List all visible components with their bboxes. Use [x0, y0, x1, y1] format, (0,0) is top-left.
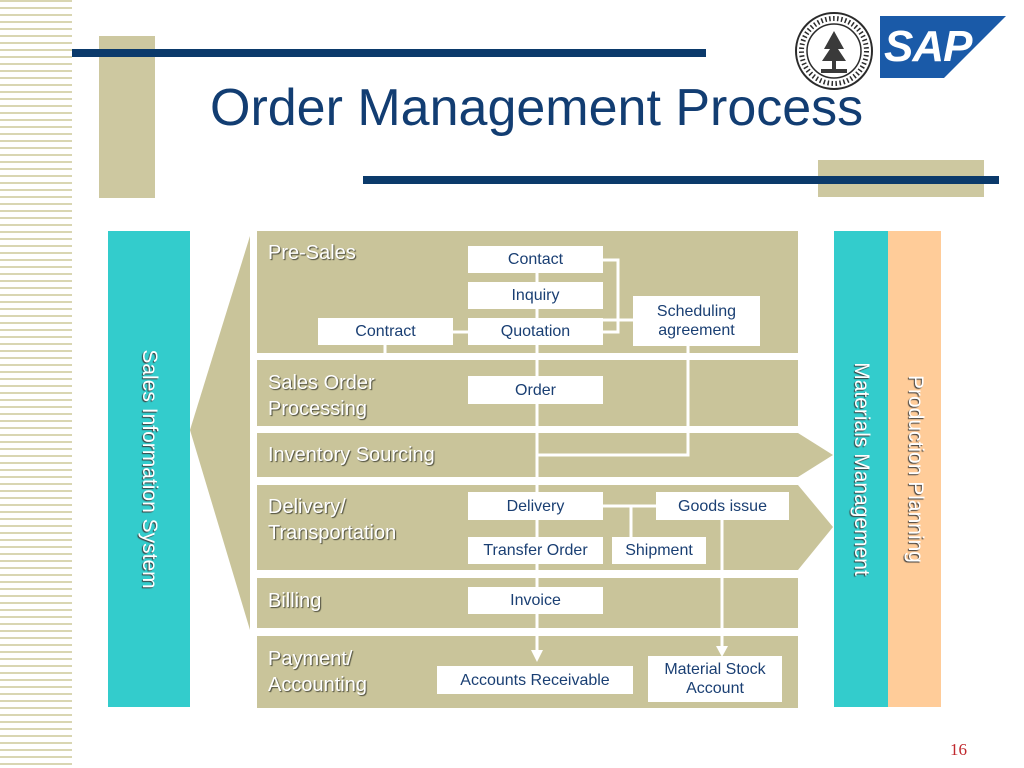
- box-delivery: Delivery: [468, 492, 603, 520]
- box-shipment: Shipment: [612, 537, 706, 564]
- title-rule-bottom: [363, 176, 999, 184]
- box-transfer-order: Transfer Order: [468, 537, 603, 564]
- sap-logo-text: SAP: [884, 22, 972, 71]
- lane-label-inventory-sourcing: Inventory Sourcing: [268, 444, 435, 466]
- box-quotation: Quotation: [468, 318, 603, 345]
- arrow-to-accounts-receivable: [531, 650, 543, 662]
- box-contract: Contract: [318, 318, 453, 345]
- lane-label-line: Payment/: [268, 648, 353, 670]
- page-number: 16: [950, 740, 967, 759]
- lane-label-presales: Pre-Sales: [268, 242, 356, 264]
- box-order: Order: [468, 376, 603, 404]
- lane-label-line: Processing: [268, 398, 367, 420]
- lane-label-delivery-transportation: Delivery/ Transportation: [268, 494, 396, 546]
- lane-label-line: Transportation: [268, 522, 397, 544]
- title-rule-top: [72, 49, 706, 57]
- lane-label-sales-order-processing: Sales Order Processing: [268, 370, 375, 422]
- box-line: Account: [686, 680, 744, 697]
- box-line: Scheduling: [656, 303, 737, 320]
- lane-label-line: Sales Order: [268, 372, 375, 394]
- page-title: Order Management Process: [210, 79, 864, 137]
- box-line: Material Stock: [664, 661, 766, 678]
- box-line: agreement: [658, 322, 735, 339]
- arrow-to-material-stock: [716, 646, 728, 657]
- lane-label-line: Accounting: [268, 674, 367, 696]
- box-invoice: Invoice: [468, 587, 603, 614]
- box-accounts-receivable: Accounts Receivable: [437, 666, 633, 694]
- connector-contact-quotation: [603, 258, 620, 334]
- accent-block-top: [99, 36, 155, 198]
- materials-management-panel: Materials Management: [834, 231, 888, 707]
- box-inquiry: Inquiry: [468, 282, 603, 309]
- box-goods-issue: Goods issue: [656, 492, 789, 520]
- connector-contract-down: [383, 344, 537, 360]
- funnel-shape: [190, 236, 250, 630]
- connector-scheduling-inventory: [537, 346, 690, 457]
- lane-label-billing: Billing: [268, 590, 322, 612]
- university-seal-icon: [795, 12, 873, 90]
- box-scheduling-agreement: Scheduling agreement: [633, 296, 760, 346]
- sap-logo: SAP: [880, 16, 1006, 78]
- box-contact: Contact: [468, 246, 603, 273]
- lane-label-payment-accounting: Payment/ Accounting: [268, 646, 367, 698]
- box-material-stock-account: Material Stock Account: [648, 656, 782, 702]
- production-planning-panel: Production Planning: [888, 231, 941, 707]
- lane-label-line: Delivery/: [268, 496, 346, 518]
- decorative-stripes: [0, 0, 72, 768]
- sales-information-system-panel: Sales Information System: [108, 231, 190, 707]
